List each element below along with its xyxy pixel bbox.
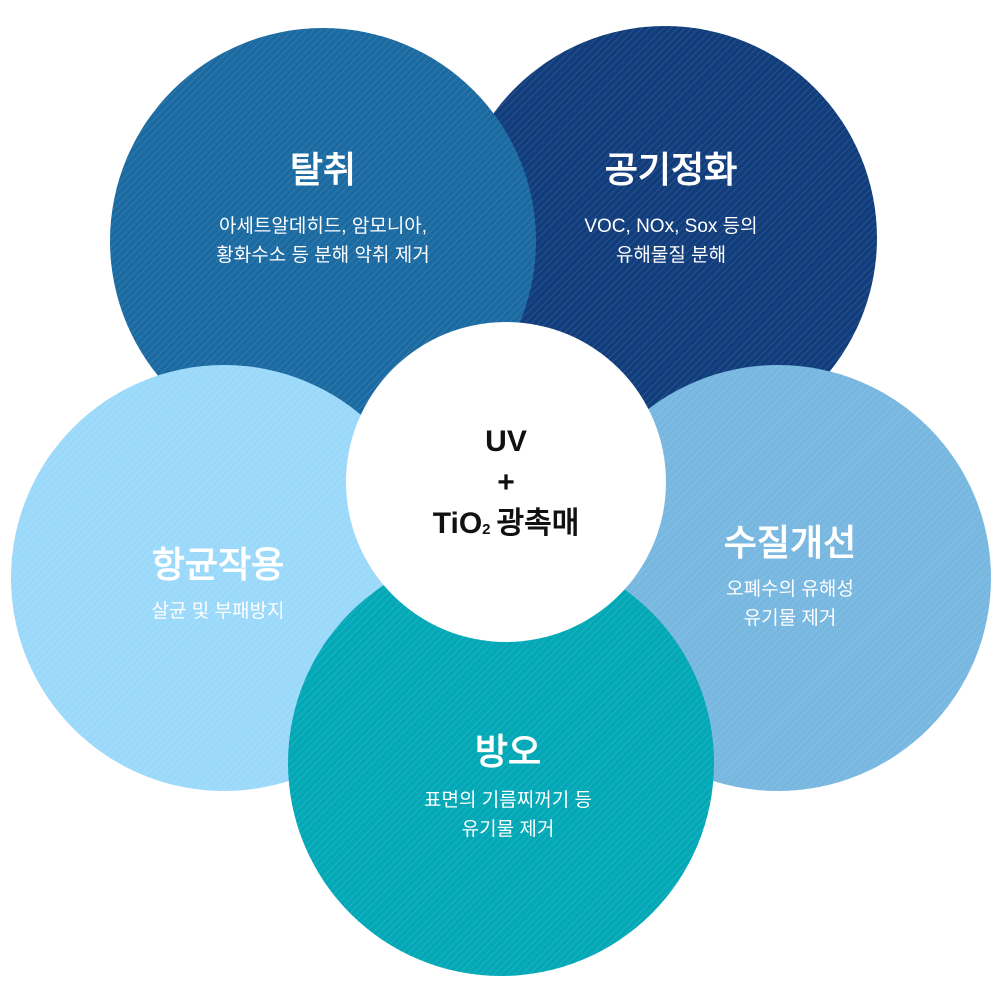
stain-prevention-circle <box>288 550 714 976</box>
water-quality-desc-line1: 오폐수의 유해성 <box>726 579 854 600</box>
antibacterial-desc-line1: 살균 및 부패방지 <box>151 601 285 622</box>
air-purification-label: 공기정화 VOC, NOx, Sox 등의 유해물질 분해 <box>584 150 757 270</box>
deodorization-title: 탈취 <box>289 149 357 190</box>
center-photocatalyst-text: 광촉매 <box>496 507 580 540</box>
deodorization-desc-line1: 아세트알데히드, 암모니아, <box>218 216 428 237</box>
deodorization-desc-line2: 황화수소 등 분해 악취 제거 <box>216 245 430 266</box>
center-line-tio2: TiO2 광촉매 <box>433 503 580 549</box>
water-quality-desc-line2: 유기물 제거 <box>743 608 837 629</box>
stain-prevention-desc-line2: 유기물 제거 <box>461 819 555 840</box>
stain-prevention-title: 방오 <box>474 731 542 772</box>
air-purification-desc-line2: 유해물질 분해 <box>615 245 727 266</box>
antibacterial-label: 항균작용 살균 및 부패방지 <box>152 545 285 626</box>
center-tio-text: TiO <box>432 507 483 540</box>
water-quality-label: 수질개선 오폐수의 유해성 유기물 제거 <box>724 523 856 633</box>
center-circle <box>346 322 666 642</box>
center-line-uv: UV <box>485 425 527 458</box>
stain-prevention-desc-line1: 표면의 기름찌꺼기 등 <box>424 790 592 811</box>
deodorization-label: 탈취 아세트알데히드, 암모니아, 황화수소 등 분해 악취 제거 <box>216 150 429 270</box>
center-label: UV + TiO2 광촉매 <box>433 421 580 549</box>
air-purification-title: 공기정화 <box>604 149 738 190</box>
water-quality-title: 수질개선 <box>723 522 857 563</box>
air-purification-desc-line1: VOC, NOx, Sox 등의 <box>584 216 758 237</box>
center-line-plus: + <box>497 466 515 499</box>
center-subscript: 2 <box>482 521 491 538</box>
antibacterial-title: 항균작용 <box>151 544 285 585</box>
stain-prevention-label: 방오 표면의 기름찌꺼기 등 유기물 제거 <box>424 732 592 844</box>
